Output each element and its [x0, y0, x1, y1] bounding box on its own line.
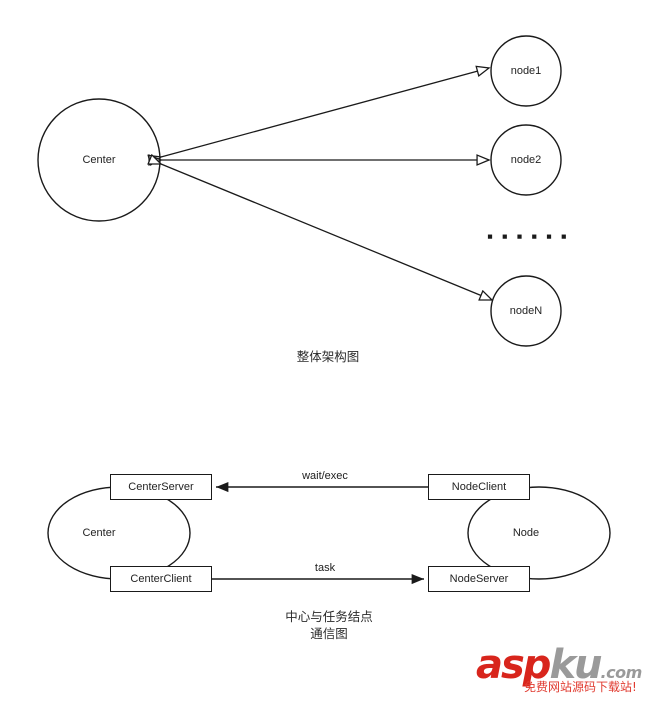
communication-caption: 中心与任务结点 通信图 — [285, 609, 373, 641]
nodeN-circle — [490, 275, 562, 347]
center-client-box[interactable]: CenterClient — [110, 566, 212, 592]
edge-label-task: task — [272, 562, 378, 574]
center-group-label: Center — [82, 527, 116, 539]
center-node-label: Center — [82, 154, 116, 166]
center-server-box[interactable]: CenterServer — [110, 474, 212, 500]
edge-center-node1 — [161, 68, 489, 157]
edge-center-nodeN — [161, 164, 492, 300]
edge-label-wait-exec: wait/exec — [272, 470, 378, 482]
nodeN-label: nodeN — [509, 305, 543, 317]
architecture-caption: 整体架构图 — [296, 349, 360, 364]
node1-label: node1 — [510, 65, 542, 77]
ellipsis-indicator: ▪ ▪ ▪ ▪ ▪ ▪ — [487, 227, 569, 246]
architecture-shapes — [37, 35, 562, 347]
node-client-box[interactable]: NodeClient — [428, 474, 530, 500]
watermark-brand-tld: .com — [600, 663, 643, 682]
node-server-box[interactable]: NodeServer — [428, 566, 530, 592]
watermark-brand-secondary: ku — [549, 642, 602, 688]
watermark-brand: aspku.com — [476, 645, 642, 693]
node2-label: node2 — [510, 154, 542, 166]
node-group-ellipse — [467, 486, 611, 580]
aspku-watermark: aspku.com 免费网站源码下载站! — [476, 645, 656, 699]
watermark-tagline: 免费网站源码下载站! — [524, 680, 637, 694]
node-group-label: Node — [512, 527, 540, 539]
watermark-brand-primary: asp — [476, 642, 551, 688]
node1-circle — [490, 35, 562, 107]
